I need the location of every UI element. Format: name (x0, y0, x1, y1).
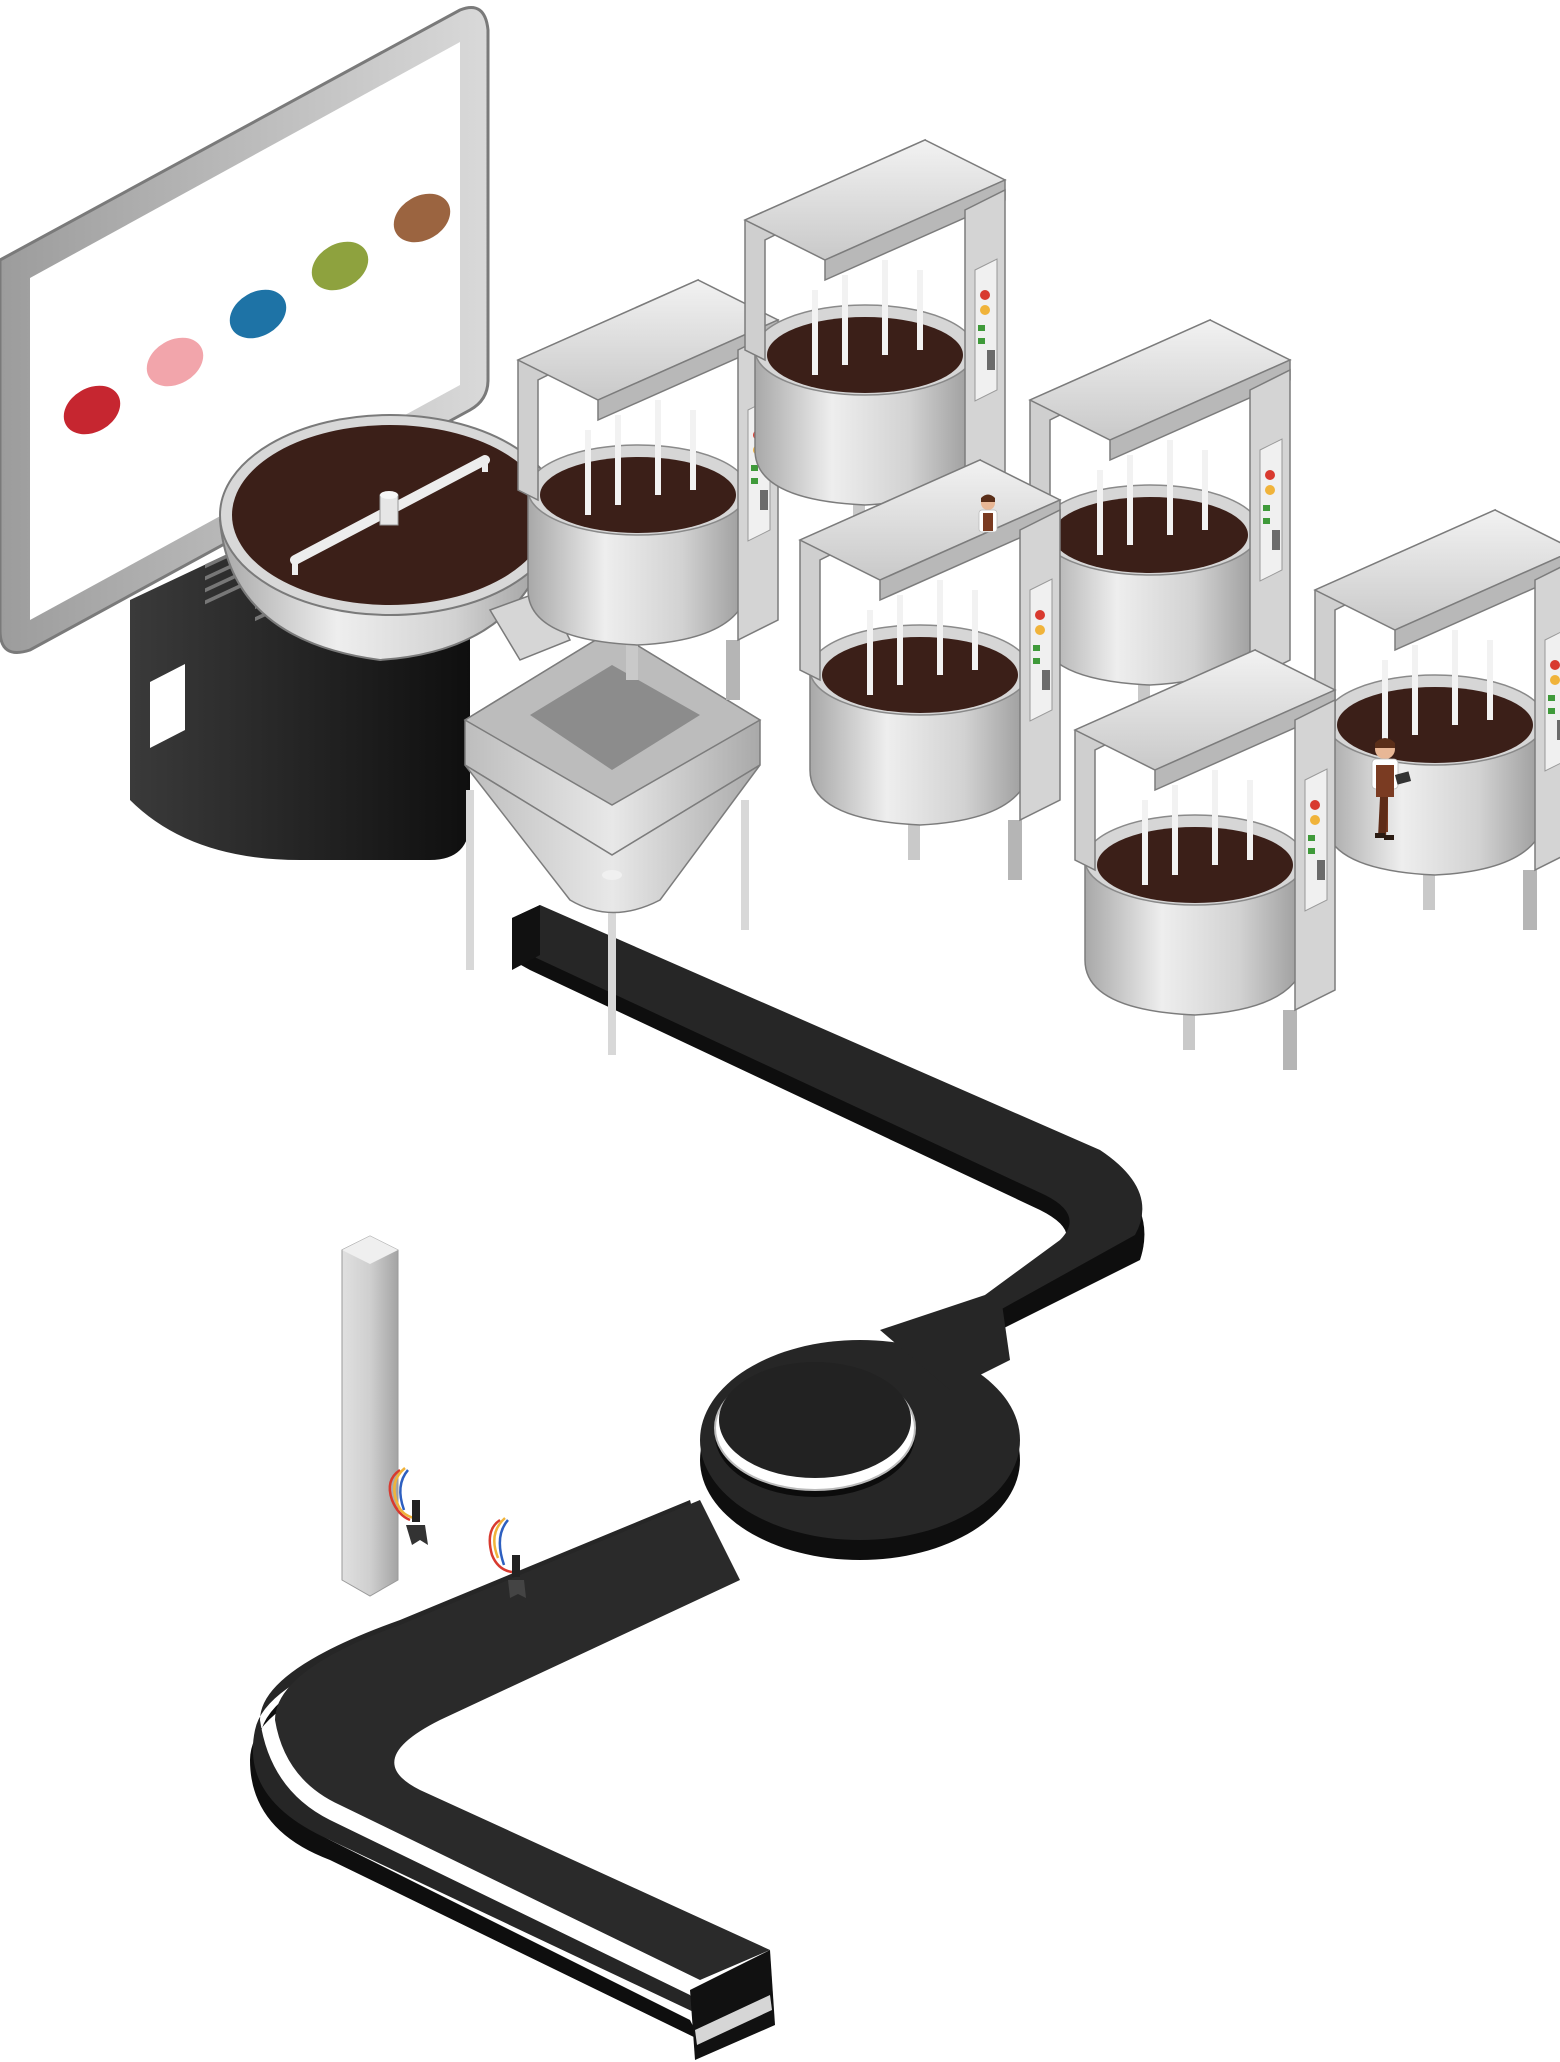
mixer-6 (1075, 650, 1335, 1070)
sensor-cables-2 (488, 1518, 513, 1574)
color-swatch-red (63, 385, 121, 435)
sensor-pillar (341, 1235, 526, 1598)
worker-small (978, 494, 998, 533)
main-mixing-bowl (218, 414, 572, 662)
mixer-5 (1315, 510, 1560, 930)
color-display-board (0, 6, 490, 654)
conveyor-belt (250, 905, 1145, 2060)
sensor-cables-1 (388, 1468, 411, 1522)
color-swatch-pink (146, 337, 204, 387)
color-swatch-blue (229, 289, 287, 339)
mixer-4 (800, 460, 1060, 880)
hopper-funnel (463, 629, 762, 1055)
color-swatch-green (311, 241, 369, 291)
color-swatch-brown (393, 193, 451, 243)
worker-with-tablet (1371, 738, 1412, 840)
